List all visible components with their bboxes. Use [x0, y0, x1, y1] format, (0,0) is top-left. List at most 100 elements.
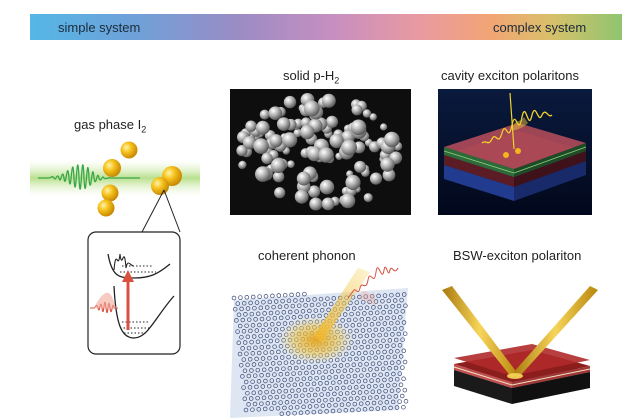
lattice-atom	[262, 311, 267, 316]
hydrogen-molecule	[303, 100, 320, 117]
lattice-atom	[253, 317, 258, 322]
lattice-atom	[282, 321, 288, 326]
lattice-atom	[332, 363, 337, 369]
lattice-atom	[357, 390, 363, 395]
lattice-atom	[241, 385, 246, 390]
lattice-atom	[364, 389, 369, 395]
lattice-atom	[401, 376, 406, 382]
lattice-atom	[369, 350, 375, 355]
lattice-atom	[272, 316, 278, 321]
lattice-atom	[355, 367, 360, 373]
lattice-atom	[365, 316, 371, 322]
hydrogen-molecule	[276, 117, 291, 131]
lattice-atom	[295, 292, 301, 297]
lattice-atom	[270, 389, 276, 395]
lattice-atom	[373, 327, 379, 333]
lattice-atom	[265, 372, 271, 378]
lattice-atom	[304, 370, 309, 376]
bsw-polariton-image	[440, 284, 600, 414]
lattice-atom	[396, 303, 402, 309]
lattice-atom	[359, 373, 364, 378]
lattice-atom	[353, 385, 359, 390]
lattice-atom	[386, 354, 391, 360]
lattice-atom	[278, 315, 284, 321]
lattice-atom	[261, 367, 267, 373]
lattice-atom	[385, 383, 391, 388]
lattice-atom	[311, 409, 317, 415]
lattice-atom	[258, 361, 263, 367]
lattice-atom	[354, 356, 359, 362]
lattice-atom	[395, 348, 400, 354]
lattice-atom	[371, 372, 377, 378]
lattice-atom	[262, 406, 268, 412]
lattice-atom	[302, 387, 308, 393]
lattice-atom	[264, 305, 270, 310]
lattice-atom	[358, 305, 363, 311]
lattice-atom	[289, 388, 295, 394]
hydrogen-molecule	[245, 120, 257, 132]
lattice-atom	[300, 365, 305, 370]
lattice-atom	[296, 388, 301, 393]
lattice-atom	[388, 320, 394, 326]
lattice-atom	[382, 293, 388, 298]
lattice-atom	[366, 355, 372, 361]
lattice-atom	[375, 406, 381, 411]
hydrogen-molecule	[236, 145, 248, 157]
lattice-atom	[269, 406, 274, 411]
lattice-atom	[245, 306, 251, 311]
lattice-atom	[275, 378, 281, 383]
lattice-atom	[255, 395, 260, 401]
lattice-atom	[255, 367, 261, 373]
lattice-atom	[250, 294, 256, 300]
lattice-atom	[291, 399, 296, 405]
lattice-atom	[234, 318, 239, 323]
lattice-atom	[378, 316, 384, 321]
lattice-atom	[301, 404, 306, 410]
lattice-atom	[387, 338, 393, 343]
lattice-atom	[392, 298, 398, 303]
lattice-atom	[342, 312, 348, 317]
lattice-atom	[279, 383, 285, 388]
lattice-atom	[333, 402, 338, 408]
lattice-atom	[264, 389, 269, 395]
lattice-atom	[346, 374, 351, 379]
hydrogen-molecule	[325, 115, 339, 128]
active-layer	[444, 123, 586, 169]
lattice-atom	[259, 401, 264, 406]
hydrogen-molecule	[362, 109, 372, 118]
lattice-atom	[286, 298, 292, 304]
lattice-atom	[364, 361, 369, 367]
lattice-atom	[363, 350, 368, 356]
iodine-atom	[103, 159, 121, 177]
lattice-atom	[277, 360, 282, 366]
lattice-atom	[305, 410, 310, 415]
lattice-atom	[386, 298, 392, 304]
lattice-atom	[269, 350, 275, 355]
lattice-atom	[356, 379, 362, 384]
lattice-atom	[353, 317, 358, 322]
lattice-atom	[356, 322, 362, 328]
lattice-atom	[357, 362, 363, 367]
lattice-atom	[340, 318, 345, 323]
hydrogen-molecule	[308, 185, 321, 198]
lattice-atom	[310, 370, 316, 375]
lattice-atom	[388, 377, 394, 382]
iodine-atom	[151, 177, 169, 195]
wavepacket	[113, 253, 135, 271]
lattice-atom	[330, 408, 336, 414]
lattice-atom	[359, 317, 365, 322]
lattice-atom	[248, 300, 253, 306]
lattice-atom	[278, 400, 283, 405]
lattice-atom	[289, 292, 294, 298]
gas-phase-illustration	[30, 126, 230, 358]
lattice-atom	[397, 315, 403, 320]
lattice-atom	[354, 300, 360, 305]
lattice-atom	[284, 371, 290, 377]
lattice-atom	[252, 373, 258, 378]
lattice-atom	[328, 301, 334, 307]
lattice-atom	[358, 333, 363, 339]
lattice-atom	[361, 339, 367, 345]
lattice-atom	[250, 379, 255, 384]
lattice-atom	[244, 351, 249, 356]
lattice-atom	[395, 292, 401, 298]
